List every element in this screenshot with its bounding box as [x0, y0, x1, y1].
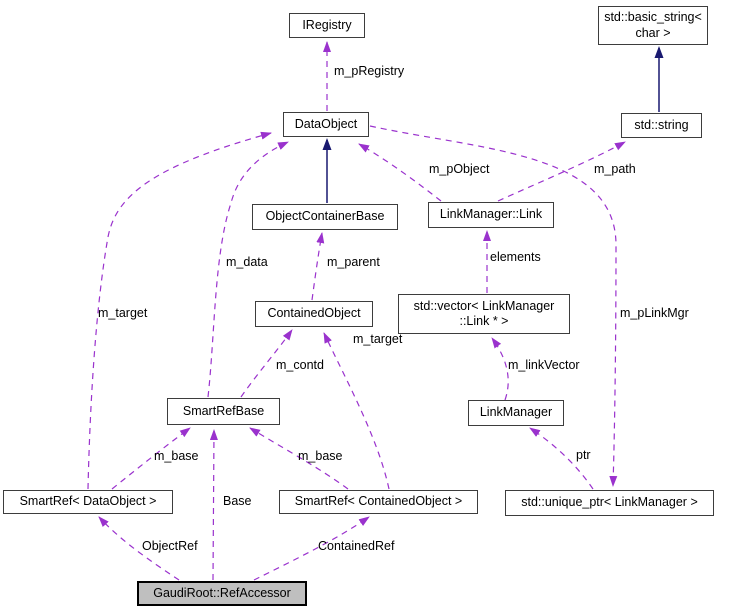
node-std-basic-string[interactable]: std::basic_string< char >	[598, 6, 708, 45]
edge-label-ptr: ptr	[576, 448, 591, 462]
edge-label-m-base-right: m_base	[298, 449, 343, 463]
edge-objectref	[98, 516, 180, 581]
edge-m-linkvector	[491, 337, 509, 401]
edge-label-m-linkvector: m_linkVector	[508, 358, 580, 372]
edge-label-containedref: ContainedRef	[318, 539, 395, 553]
edge-containedref	[253, 516, 370, 581]
node-smartref-dataobject[interactable]: SmartRef< DataObject >	[3, 490, 173, 514]
edge-label-m-contd: m_contd	[276, 358, 324, 372]
node-gaudiroot-refaccessor: GaudiRoot::RefAccessor	[137, 581, 307, 606]
edge-m-target-containedobject	[323, 332, 390, 490]
node-smartrefbase[interactable]: SmartRefBase	[167, 398, 280, 425]
edge-m-base-right	[249, 427, 349, 490]
node-dataobject[interactable]: DataObject	[283, 112, 369, 137]
edge-label-m-parent: m_parent	[327, 255, 380, 269]
node-containedobject[interactable]: ContainedObject	[255, 301, 373, 327]
node-iregistry[interactable]: IRegistry	[289, 13, 365, 38]
node-smartref-containedobject[interactable]: SmartRef< ContainedObject >	[279, 490, 478, 514]
edge-m-pobject	[358, 143, 442, 202]
edge-label-m-plinkmgr: m_pLinkMgr	[620, 306, 689, 320]
node-std-string[interactable]: std::string	[621, 113, 702, 138]
node-std-unique-ptr-linkmanager[interactable]: std::unique_ptr< LinkManager >	[505, 490, 714, 516]
edge-label-m-target-right: m_target	[353, 332, 403, 346]
edge-m-data	[207, 141, 289, 398]
edge-label-objectref: ObjectRef	[142, 539, 198, 553]
edge-label-m-path: m_path	[594, 162, 636, 176]
edge-label-base: Base	[223, 494, 252, 508]
edge-ptr	[529, 427, 594, 490]
edge-label-elements: elements	[490, 250, 541, 264]
edge-m-base-left	[111, 427, 191, 490]
node-objectcontainerbase[interactable]: ObjectContainerBase	[252, 204, 398, 230]
edge-label-m-base-left: m_base	[154, 449, 199, 463]
node-linkmanager-link[interactable]: LinkManager::Link	[428, 202, 554, 228]
edge-label-m-target-left: m_target	[98, 306, 148, 320]
edge-label-m-pobject: m_pObject	[429, 162, 490, 176]
edge-m-parent	[311, 232, 325, 301]
edge-label-m-pregistry: m_pRegistry	[334, 64, 405, 78]
node-linkmanager[interactable]: LinkManager	[468, 400, 564, 426]
edge-label-m-data: m_data	[226, 255, 268, 269]
edge-m-target-dataobject	[87, 131, 272, 490]
edge-base	[209, 429, 218, 581]
edge-m-path	[497, 141, 626, 202]
edge-m-plinkmgr	[369, 125, 618, 487]
node-std-vector-linkmanager-link[interactable]: std::vector< LinkManager ::Link * >	[398, 294, 570, 334]
